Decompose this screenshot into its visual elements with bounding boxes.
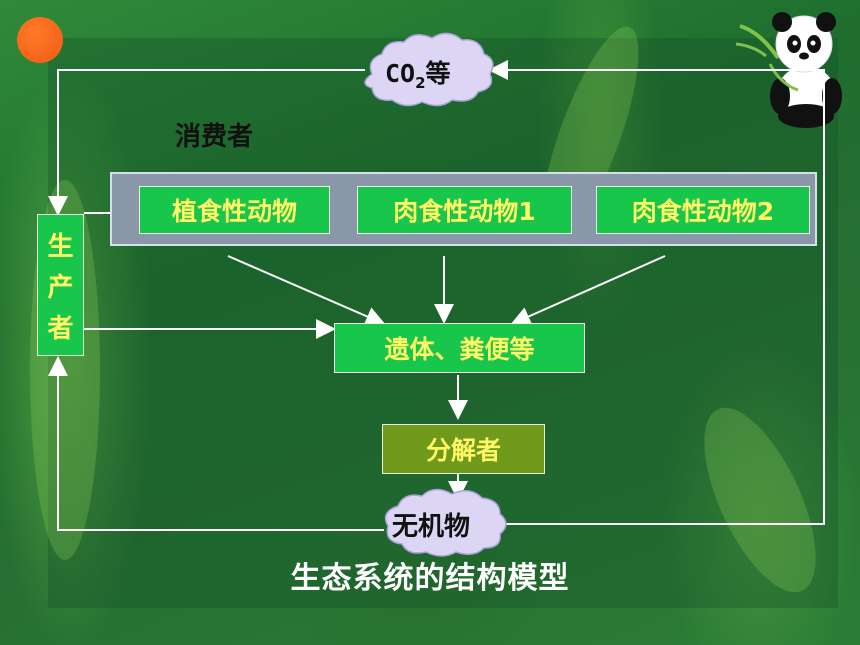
arrow-carnivore2-to-remains — [510, 255, 666, 326]
page-title: 生态系统的结构模型 — [290, 561, 570, 596]
co2-tail: 等 — [425, 59, 451, 88]
arrow-herbivore-to-remains — [227, 255, 386, 326]
co2-subscript: 2 — [415, 74, 426, 92]
arrow-inorganic-to-producer — [48, 356, 384, 531]
node-carnivore-2: 肉食性动物2 — [596, 186, 810, 234]
co2-main: CO — [385, 59, 416, 88]
panda-icon — [735, 12, 842, 128]
arrow-co2-to-producer — [48, 69, 365, 216]
producer-char: 生 — [47, 231, 74, 262]
orange-dot-icon — [17, 17, 63, 63]
consumer-label: 消费者 — [175, 122, 254, 152]
co2-label: CO2等 — [385, 54, 451, 92]
arrow-inorganic-to-co2 — [488, 60, 825, 525]
node-remains: 遗体、粪便等 — [334, 323, 585, 373]
node-producer: 生 产 者 — [37, 214, 84, 356]
cloud-icon — [384, 488, 507, 557]
node-decomposer: 分解者 — [382, 424, 545, 474]
cloud-icon — [364, 32, 494, 107]
node-carnivore-1: 肉食性动物1 — [357, 186, 572, 234]
node-herbivore: 植食性动物 — [139, 186, 330, 234]
producer-char: 者 — [47, 313, 74, 344]
producer-char: 产 — [47, 272, 74, 303]
inorganic-label: 无机物 — [392, 512, 471, 542]
